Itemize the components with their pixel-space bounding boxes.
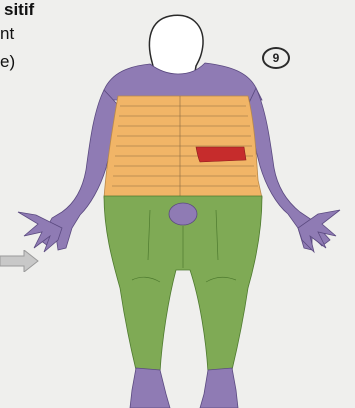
right-foot — [200, 368, 238, 408]
left-foot — [130, 368, 170, 408]
sacral-region — [169, 203, 197, 225]
highlighted-dermatome — [196, 147, 246, 162]
